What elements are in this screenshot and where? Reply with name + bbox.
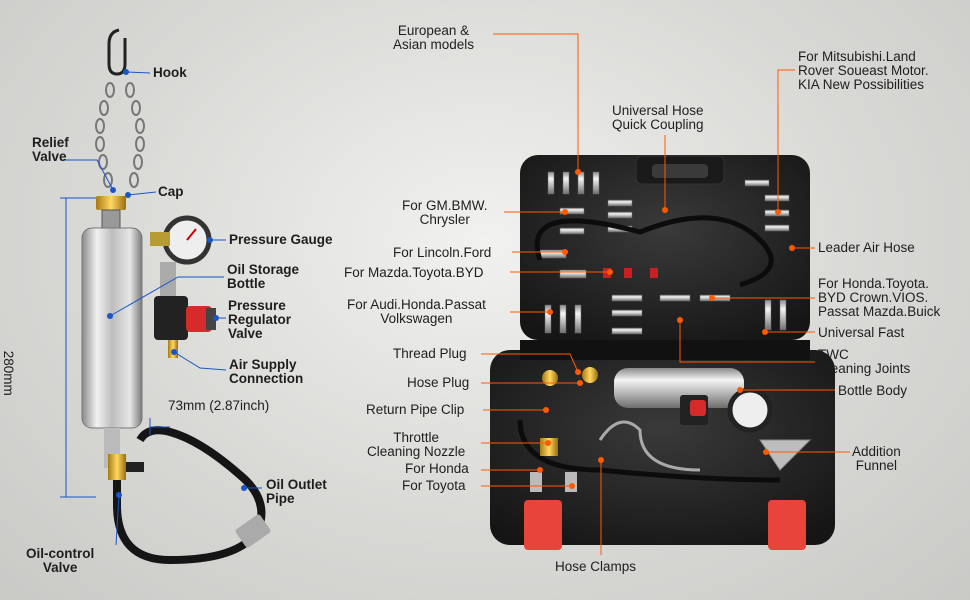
valve-icon <box>108 454 126 480</box>
label-universal-fast: Universal Fast <box>818 325 905 340</box>
label-oil-storage-bottle: Oil Storage Bottle <box>227 262 300 291</box>
label-thread-plug: Thread Plug <box>393 346 467 361</box>
latch-right <box>768 500 806 550</box>
label-addition-funnel: Addition Funnel <box>852 444 901 473</box>
label-pressure-regulator-valve: Pressure Regulator Valve <box>228 298 292 341</box>
latch-left <box>524 500 562 550</box>
leader-lines-left <box>60 71 262 546</box>
label-bottle-body: Bottle Body <box>838 383 908 398</box>
hook-icon <box>107 28 127 76</box>
bottle-icon <box>81 227 143 429</box>
label-twc: TWC Cleaning Joints <box>818 347 911 376</box>
label-cap: Cap <box>158 184 184 199</box>
case-bottle-icon <box>614 368 744 408</box>
label-hose-clamps: Hose Clamps <box>555 559 637 574</box>
label-pressure-gauge: Pressure Gauge <box>229 232 333 247</box>
label-mazda: For Mazda.Toyota.BYD <box>344 265 484 280</box>
label-for-toyota: For Toyota <box>402 478 466 493</box>
fittings-icon <box>539 171 790 335</box>
funnel-icon <box>759 439 812 471</box>
label-throttle-nozzle: Throttle Cleaning Nozzle <box>367 430 466 459</box>
chain-icon <box>95 82 145 188</box>
label-air-supply-connection: Air Supply Connection <box>229 357 304 386</box>
label-european-asian: European & Asian models <box>393 23 475 52</box>
label-mitsubishi: For Mitsubishi.Land Rover Soueast Motor.… <box>798 49 929 92</box>
label-oil-outlet-pipe: Oil Outlet Pipe <box>266 477 327 506</box>
label-hook: Hook <box>153 65 187 80</box>
label-gm-bmw: For GM.BMW. Chrysler <box>402 198 488 227</box>
label-return-pipe-clip: Return Pipe Clip <box>366 402 465 417</box>
label-universal-hose: Universal Hose Quick Coupling <box>612 103 704 132</box>
leader-lines-right <box>481 33 850 555</box>
label-relief-valve: Relief Valve <box>32 135 69 164</box>
regulator-icon <box>154 296 188 340</box>
label-audi: For Audi.Honda.Passat Volkswagen <box>347 297 486 326</box>
label-for-honda: For Honda <box>405 461 469 476</box>
hose-icon <box>113 426 266 565</box>
dimension-height: 280mm (11.02inch) <box>0 340 16 407</box>
dimension-width: 73mm (2.87inch) <box>168 398 270 413</box>
label-hose-plug: Hose Plug <box>407 375 470 390</box>
label-lincoln: For Lincoln.Ford <box>393 245 492 260</box>
label-oil-control-valve: Oil-control Valve <box>26 546 95 575</box>
cap-icon <box>96 196 126 210</box>
label-honda-toyota: For Honda.Toyota. BYD Crown.VIOS. Passat… <box>818 276 941 319</box>
label-leader-air-hose: Leader Air Hose <box>818 240 915 255</box>
